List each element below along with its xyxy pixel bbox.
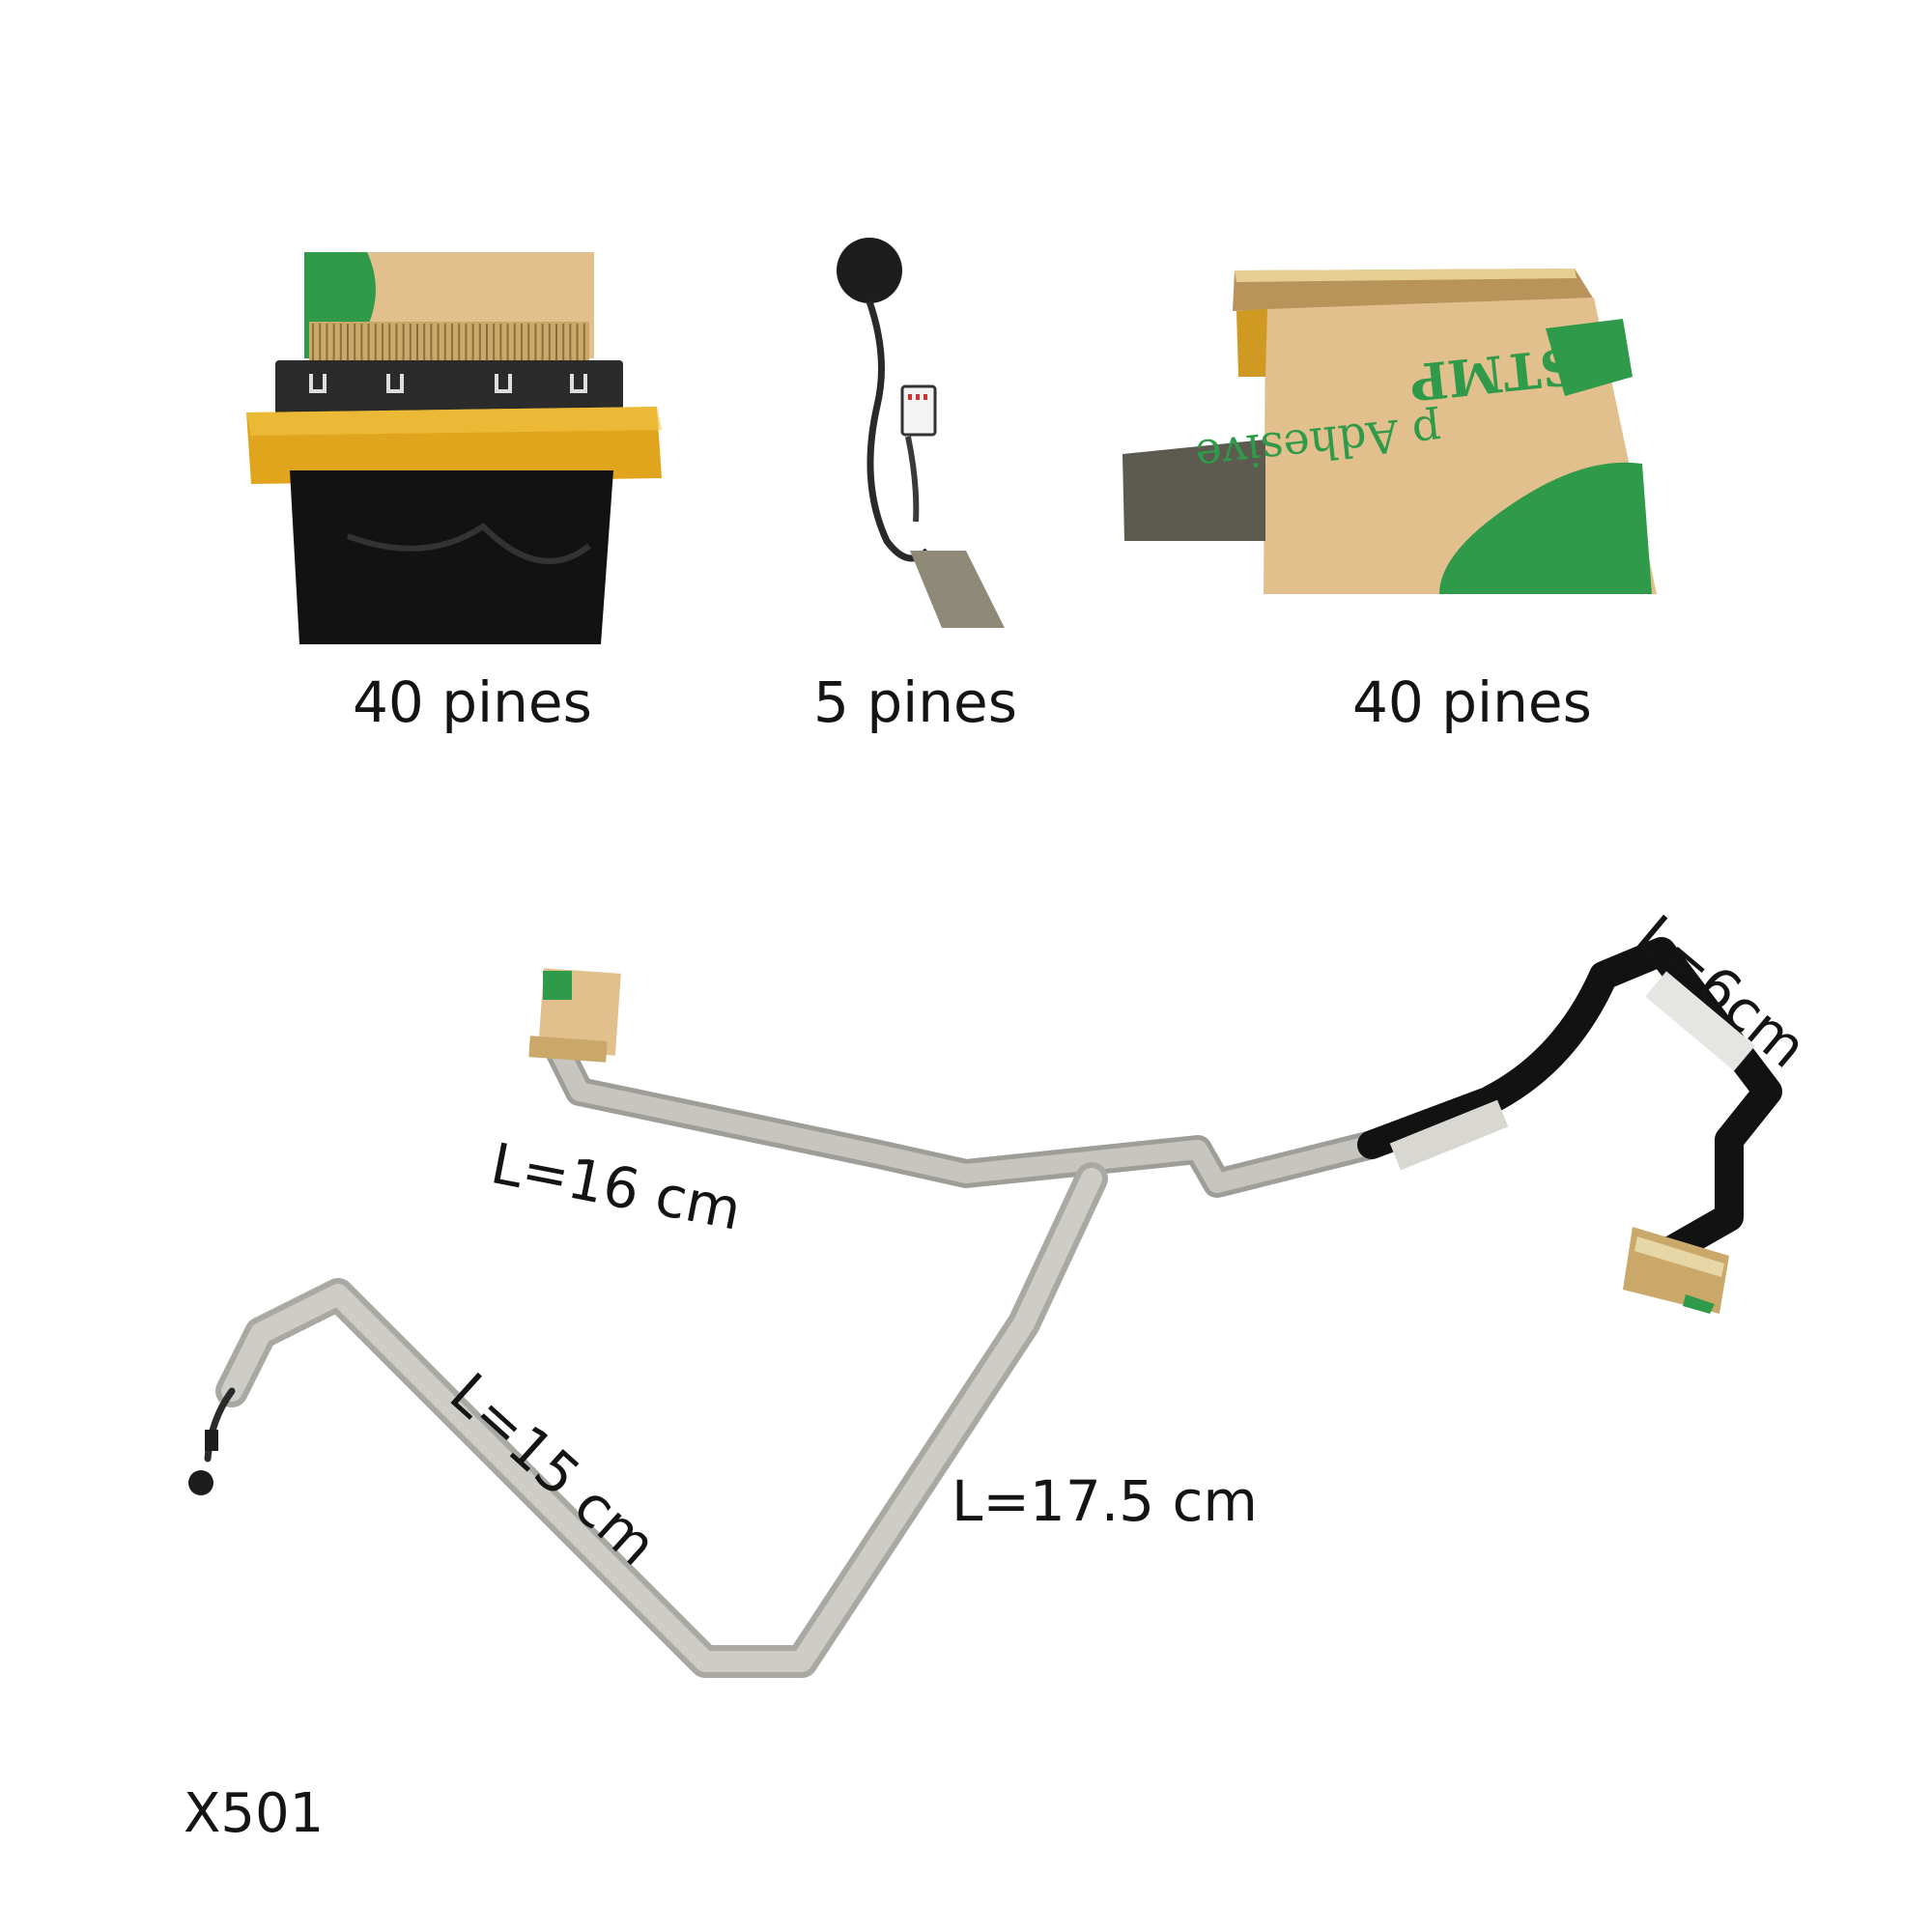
gold-pins-40 <box>309 322 589 366</box>
connector-photo-40pin-back: STMP p Adhesive <box>1121 261 1671 609</box>
length-label-17-5cm: L=17.5 cm <box>952 1468 1258 1534</box>
pins-label-center: 5 pines <box>813 669 1017 735</box>
pins-label-right: 40 pines <box>1352 669 1592 735</box>
model-number: X501 <box>184 1782 325 1845</box>
pins-label-left: 40 pines <box>353 669 592 735</box>
connector-photo-40pin-front <box>232 246 676 652</box>
microphone-photo-5pin <box>821 232 1043 638</box>
cable-assembly-photo <box>0 927 1932 1700</box>
microphone-capsule-icon <box>188 1470 213 1495</box>
gold-connector-end <box>1623 1227 1729 1314</box>
adhesive-connector-end <box>528 968 621 1063</box>
microphone-icon <box>837 238 902 303</box>
